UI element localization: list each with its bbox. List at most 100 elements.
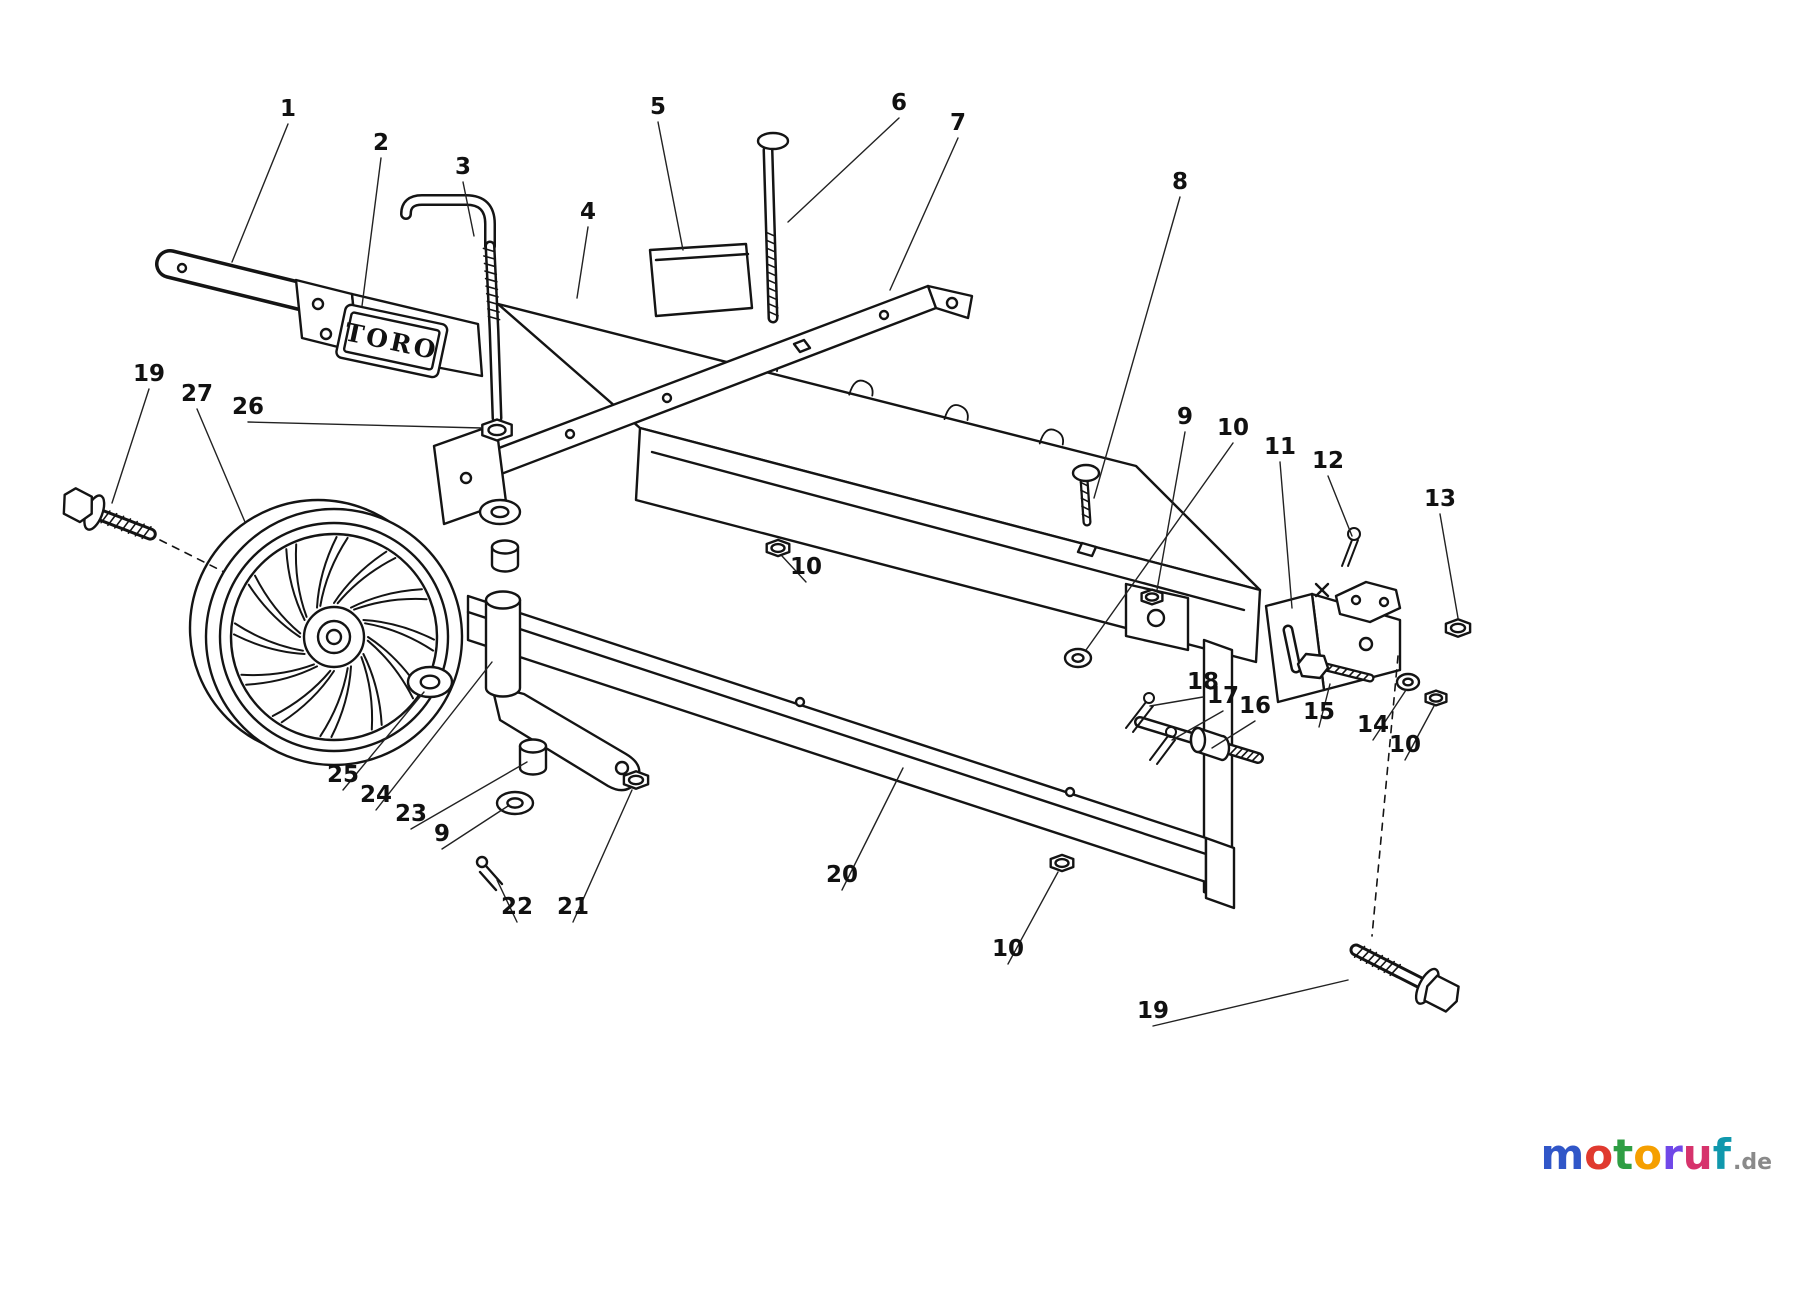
- thread-tick: [1252, 752, 1260, 762]
- thread-tick: [765, 247, 776, 253]
- leader-line: [342, 691, 425, 791]
- wheel-bolt-right: [1349, 943, 1460, 1013]
- wheel-spoke: [366, 639, 414, 700]
- thread-tick: [769, 311, 779, 317]
- thread-tick: [127, 520, 138, 534]
- cotter-pin: [1341, 527, 1361, 567]
- leader-line: [410, 761, 528, 830]
- hair-pin-17: [1149, 726, 1177, 765]
- part-callout: 9: [1177, 404, 1193, 430]
- mount-bracket: [1314, 527, 1402, 624]
- leader-line: [196, 408, 246, 523]
- thread-tick: [485, 285, 499, 291]
- thread-tick: [1333, 666, 1341, 674]
- part-callout: 10: [1217, 415, 1249, 441]
- thread-tick: [1353, 945, 1366, 958]
- hardware-stack: [406, 418, 1472, 892]
- part-callout: 16: [1239, 693, 1271, 719]
- nut-hole: [627, 774, 645, 786]
- thread-tick: [120, 518, 132, 532]
- wheel-spoke: [362, 653, 383, 726]
- wheel-spoke: [285, 548, 306, 621]
- thread-tick: [1241, 749, 1249, 758]
- leader-line: [1211, 720, 1256, 749]
- leader-line: [1085, 442, 1234, 651]
- leader-line: [841, 767, 904, 891]
- leader-line: [496, 879, 518, 923]
- bushing-top: [484, 590, 522, 610]
- leader-line: [781, 555, 807, 583]
- hair-pin-18: [1125, 692, 1155, 733]
- wheel-spoke: [280, 670, 335, 724]
- thread-tick: [768, 295, 779, 301]
- part-callout: 11: [1264, 434, 1296, 460]
- thread-tick: [1080, 497, 1090, 503]
- leader-line: [111, 388, 150, 504]
- thread-tick: [483, 255, 497, 260]
- wheel-spoke: [294, 543, 308, 618]
- part-callout: 25: [327, 762, 359, 788]
- leader-line: [1156, 431, 1186, 591]
- wheel-spoke: [333, 550, 388, 604]
- thread-tick: [1326, 664, 1334, 672]
- wheel-spoke: [353, 597, 428, 611]
- part-callout: 8: [1172, 169, 1188, 195]
- part-callout: 18: [1187, 669, 1219, 695]
- part-callout: 17: [1207, 683, 1239, 709]
- thread-tick: [485, 292, 499, 298]
- thread-tick: [767, 279, 778, 285]
- lower-channel: [466, 594, 1236, 910]
- part-callout: 1: [280, 96, 296, 122]
- watermark-logo: motoruf .de: [1541, 1134, 1773, 1176]
- part-callout: 7: [950, 110, 966, 136]
- leader-line: [1171, 710, 1224, 741]
- part-callout: 21: [557, 894, 589, 920]
- thread-tick: [486, 300, 500, 306]
- wheel-spoke: [233, 633, 306, 655]
- wheel-spoke: [350, 588, 423, 609]
- belt-hook: [943, 404, 969, 421]
- square-hole: [1076, 541, 1098, 558]
- watermark-letter: o: [1584, 1130, 1614, 1179]
- leader-line: [572, 789, 633, 923]
- thread-tick: [1377, 957, 1390, 971]
- watermark-letter: r: [1662, 1130, 1683, 1179]
- leader-line: [657, 121, 684, 251]
- part-callout: 6: [891, 90, 907, 116]
- leader-line: [1279, 461, 1293, 609]
- toro-plate: TORO: [335, 303, 449, 379]
- part-callout: 27: [181, 381, 213, 407]
- leader-line: [441, 805, 509, 850]
- cotter-pin: [478, 870, 498, 892]
- wheel-spoke: [319, 536, 349, 607]
- wheel-spoke: [364, 622, 435, 652]
- thread-tick: [767, 287, 778, 293]
- thread-tick: [484, 270, 498, 276]
- thread-tick: [114, 515, 125, 529]
- washer-hole: [490, 505, 510, 519]
- wheel: [188, 498, 464, 767]
- washer-hole: [419, 674, 441, 690]
- watermark-letter: o: [1633, 1130, 1663, 1179]
- cotter-pin: [484, 864, 504, 886]
- thread-tick: [141, 526, 152, 540]
- part-callout: 10: [790, 554, 822, 580]
- thread-tick: [1362, 673, 1370, 681]
- bushing-top: [518, 738, 548, 754]
- deflector-plate: [648, 242, 754, 318]
- wheel-strut-arm: [490, 684, 641, 792]
- washer-hole: [506, 797, 524, 809]
- part-callout: 20: [826, 862, 858, 888]
- watermark-letter: f: [1712, 1130, 1731, 1179]
- leader-line: [1093, 196, 1181, 499]
- leader-line: [361, 157, 382, 307]
- wheel-spoke: [247, 583, 301, 638]
- part-callout: 19: [133, 361, 165, 387]
- belt-hook: [848, 379, 874, 397]
- thread-tick: [486, 308, 500, 313]
- part-callout: 2: [373, 130, 389, 156]
- thread-tick: [765, 231, 775, 237]
- wheel-spoke: [245, 665, 318, 686]
- part-callout: 14: [1357, 712, 1389, 738]
